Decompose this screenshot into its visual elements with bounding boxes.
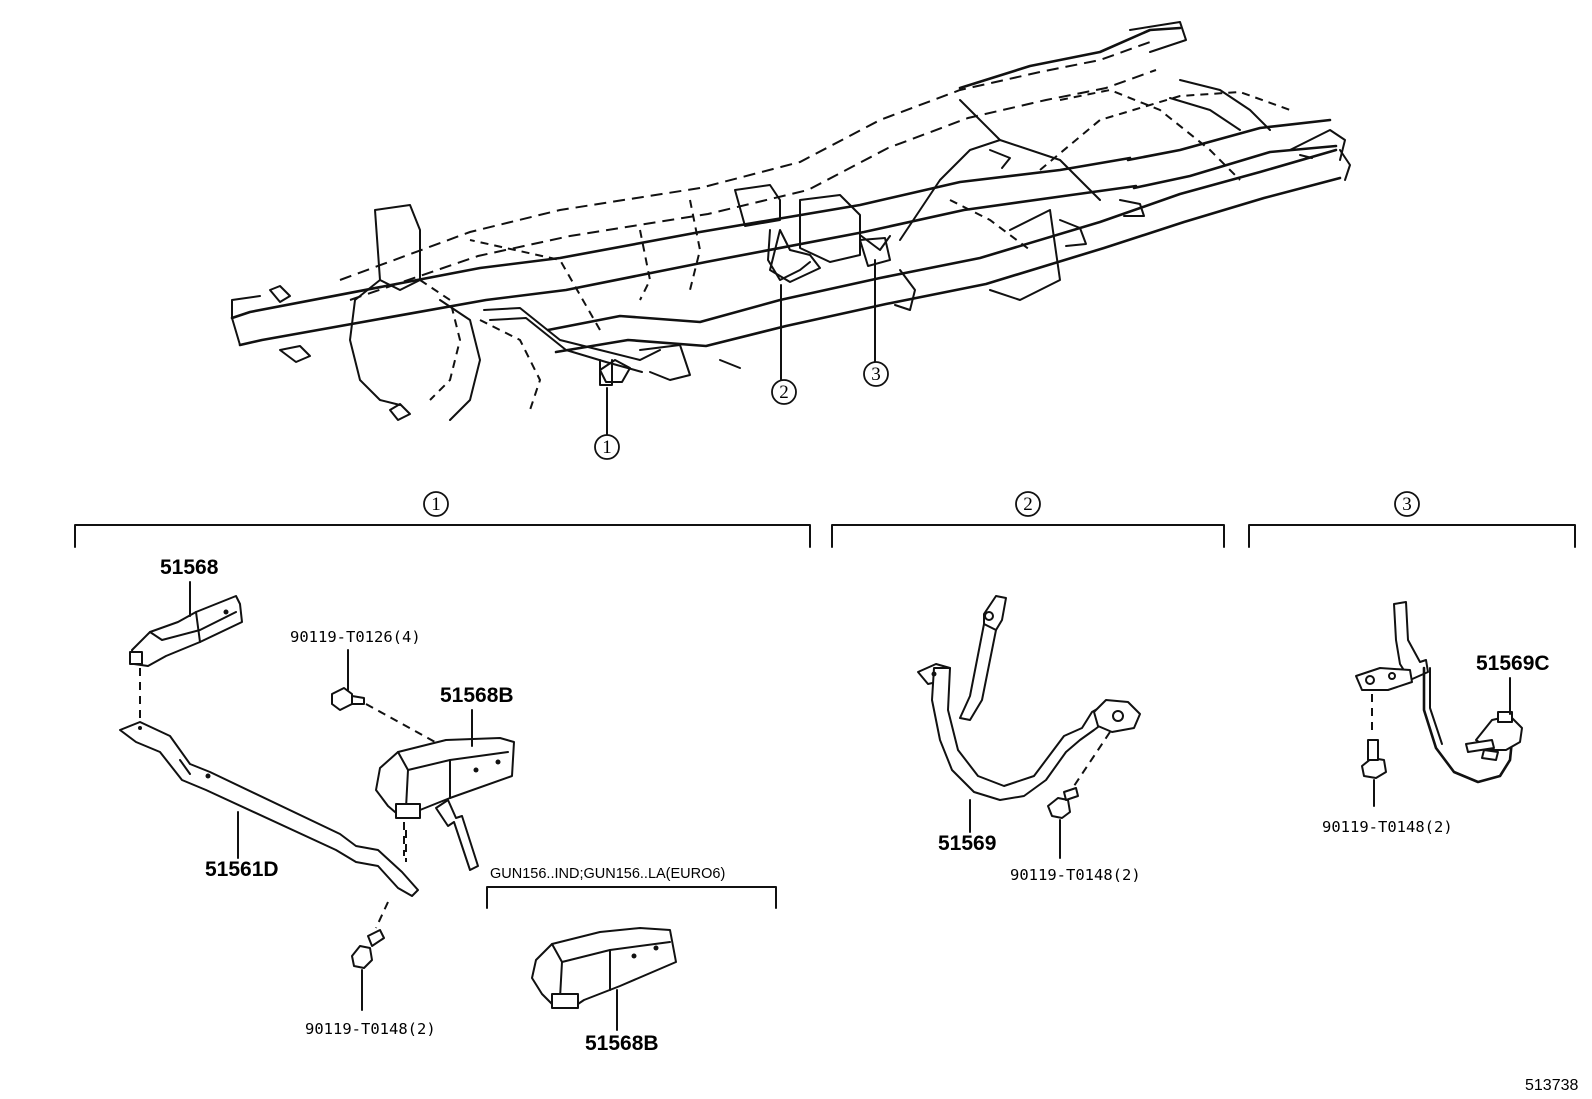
variant-note: GUN156..IND;GUN156..LA(EURO6)	[490, 866, 725, 882]
part-51569C-sensor-bracket[interactable]	[1355, 601, 1523, 784]
group-1-label: 1	[431, 494, 441, 515]
group-1-header: 1	[74, 491, 811, 548]
frame-assembly-illustration	[230, 21, 1351, 421]
callout-3[interactable]: 3	[863, 361, 889, 387]
callout-2-label: 2	[779, 382, 789, 403]
label-51561D: 51561D	[205, 858, 279, 881]
label-90119-T0126: 90119-T0126(4)	[290, 628, 421, 646]
part-51568-bracket[interactable]	[129, 595, 243, 667]
variant-bracket	[486, 886, 777, 909]
bolt-90119-T0148-group-2[interactable]	[1047, 787, 1079, 859]
label-51568: 51568	[160, 556, 219, 579]
part-51569-strap-bracket[interactable]	[917, 595, 1141, 801]
label-51569C: 51569C	[1476, 652, 1550, 675]
group-3-label: 3	[1402, 494, 1412, 515]
bolt-90119-T0148-group-1[interactable]	[351, 929, 385, 1011]
bolt-90119-T0126[interactable]	[331, 649, 365, 711]
group-2-header: 2	[831, 491, 1225, 548]
part-51568B-bracket-alt[interactable]	[531, 927, 677, 1009]
callout-leaders	[606, 259, 876, 436]
figure-id: 513738	[1525, 1077, 1578, 1094]
label-51568B-main: 51568B	[440, 684, 514, 707]
variant-arrow	[435, 799, 479, 871]
group-2-label: 2	[1023, 494, 1033, 515]
label-90119-T0148-group-3: 90119-T0148(2)	[1322, 818, 1453, 836]
bolt-90119-T0148-group-3[interactable]	[1361, 739, 1387, 807]
callout-1[interactable]: 1	[594, 434, 620, 460]
part-51568B-bracket-main[interactable]	[375, 737, 515, 819]
label-51569: 51569	[938, 832, 996, 855]
callout-2[interactable]: 2	[771, 379, 797, 405]
callout-1-label: 1	[602, 437, 612, 458]
callout-3-label: 3	[871, 364, 881, 385]
group-3-header: 3	[1248, 491, 1576, 548]
part-51561D-bar[interactable]	[119, 721, 419, 897]
label-90119-T0148-group-1: 90119-T0148(2)	[305, 1020, 436, 1038]
label-90119-T0148-group-2: 90119-T0148(2)	[1010, 866, 1141, 884]
label-51568B-alt: 51568B	[585, 1032, 659, 1055]
